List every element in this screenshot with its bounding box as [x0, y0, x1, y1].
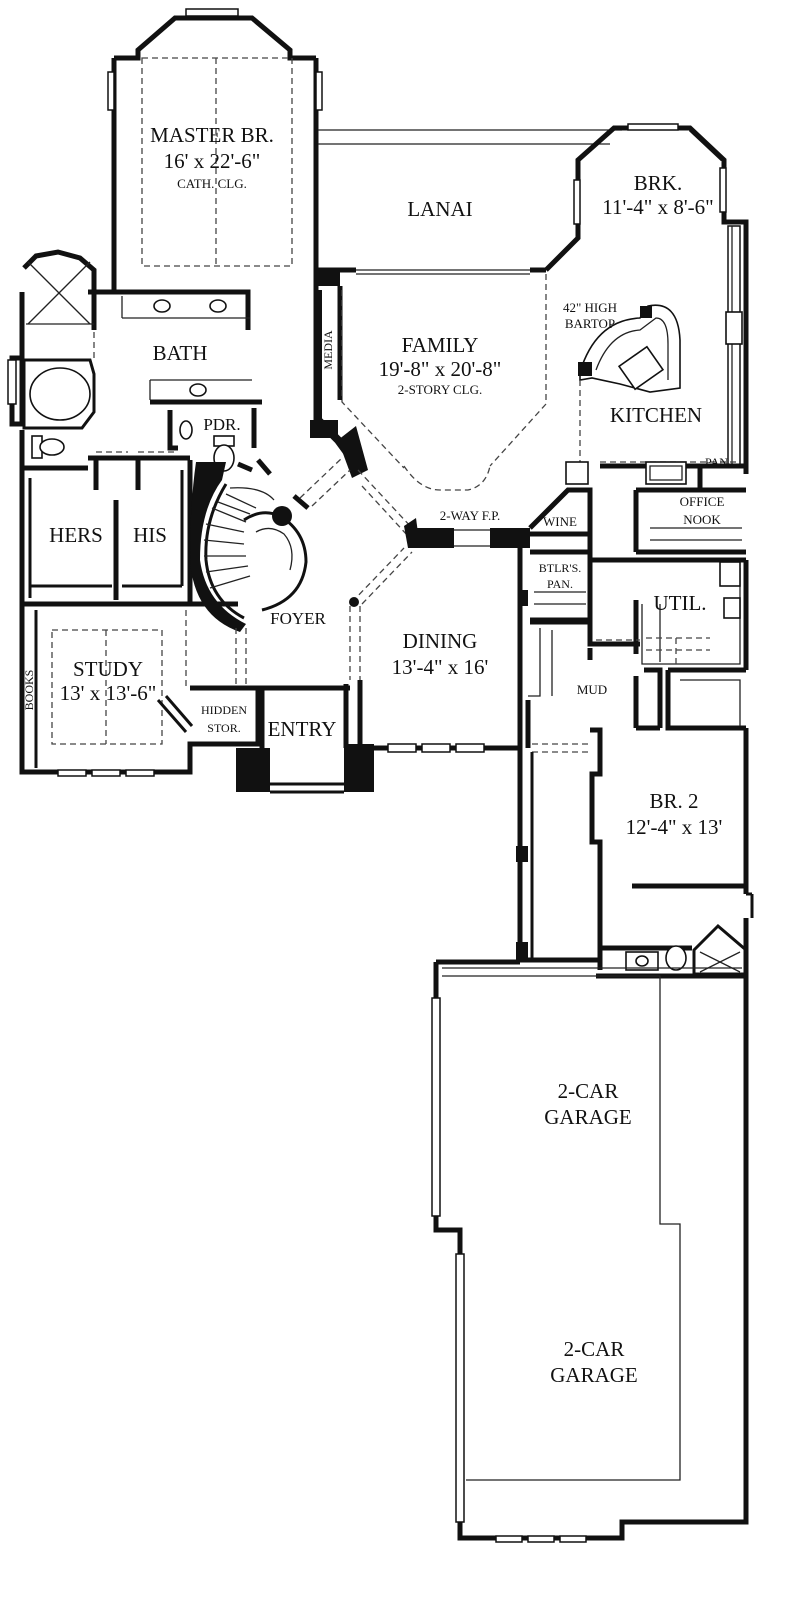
breakfast-label: BRK. [634, 171, 682, 195]
hidden-storage-label-line2: STOR. [207, 721, 240, 735]
pantry-label: PAN. [705, 455, 731, 469]
powder-label: PDR. [203, 415, 240, 434]
study-dims: 13' x 13'-6" [60, 681, 157, 705]
butler-pantry-label-line1: BTLR'S. [539, 561, 582, 575]
office-nook-label-line2: NOOK [683, 512, 721, 527]
lanai [318, 129, 622, 275]
lanai-label: LANAI [407, 197, 472, 221]
dining-dims: 13'-4" x 16' [392, 655, 489, 679]
bedroom-2 [516, 727, 754, 979]
master-bedroom-note: CATH. CLG. [177, 176, 247, 191]
media-label: MEDIA [321, 330, 335, 370]
garage-2-label-line1: 2-CAR [564, 1337, 625, 1361]
bedroom-2-label: BR. 2 [649, 789, 698, 813]
service-rooms [518, 461, 749, 753]
garage-2-label-line2: GARAGE [550, 1363, 638, 1387]
breakfast-dims: 11'-4" x 8'-6" [602, 195, 713, 219]
master-bedroom [107, 8, 323, 420]
dining-label: DINING [403, 629, 478, 653]
books-label: BOOKS [22, 670, 36, 711]
study-label: STUDY [73, 657, 143, 681]
master-bedroom-dims: 16' x 22'-6" [164, 149, 261, 173]
hidden-storage-label-line1: HIDDEN [201, 703, 247, 717]
office-nook-label-line1: OFFICE [680, 494, 725, 509]
his-closet-label: HIS [133, 523, 167, 547]
fireplace-label: 2-WAY F.P. [440, 508, 501, 523]
bedroom-2-dims: 12'-4" x 13' [626, 815, 723, 839]
room-labels: MASTER BR. 16' x 22'-6" CATH. CLG. LANAI… [22, 123, 731, 1387]
garage-1-label-line2: GARAGE [544, 1105, 632, 1129]
bath-label: BATH [153, 341, 208, 365]
foyer-dining-entry [235, 457, 530, 794]
family-room [310, 267, 547, 491]
family-note: 2-STORY CLG. [398, 382, 483, 397]
bartop-label-line2: BARTOP [565, 316, 615, 331]
family-label: FAMILY [402, 333, 479, 357]
kitchen-label: KITCHEN [610, 403, 702, 427]
entry-label: ENTRY [268, 717, 337, 741]
hers-closet-label: HERS [49, 523, 103, 547]
master-bedroom-label: MASTER BR. [150, 123, 274, 147]
bartop-label-line1: 42" HIGH [563, 300, 617, 315]
utility-label: UTIL. [653, 591, 706, 615]
mud-label: MUD [577, 682, 607, 697]
master-bath [7, 249, 262, 607]
study [19, 601, 261, 777]
breakfast-kitchen [540, 123, 749, 490]
butler-pantry-label-line2: PAN. [547, 577, 573, 591]
foyer-label: FOYER [270, 609, 326, 628]
family-dims: 19'-8" x 20'-8" [379, 357, 502, 381]
garage [431, 959, 749, 1543]
wine-label: WINE [543, 514, 577, 529]
garage-1-label-line1: 2-CAR [558, 1079, 619, 1103]
